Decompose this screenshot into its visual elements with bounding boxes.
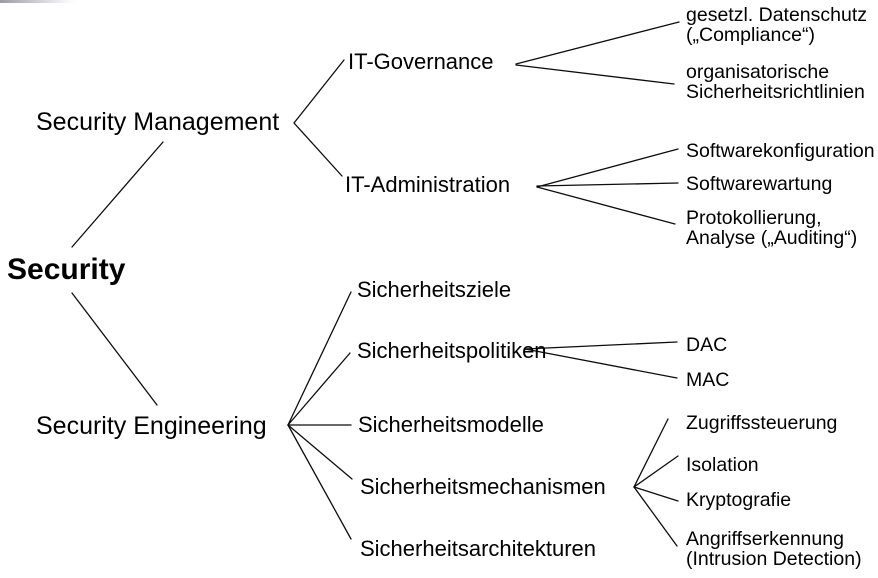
leaf-line: („Compliance“) [686, 24, 815, 46]
node-sicherheitsarchitekturen: Sicherheitsarchitekturen [360, 536, 597, 561]
leaf-zugriffssteuerung: Zugriffssteuerung [686, 412, 838, 434]
node-security-engineering: Security Engineering [36, 412, 267, 440]
edge-security-engineering [71, 292, 158, 406]
edge-management-administration [293, 122, 343, 177]
leaf-line: Sicherheitsrichtlinien [686, 81, 865, 103]
node-security-management: Security Management [36, 108, 280, 136]
leaf-angriffserkennung: Angriffserkennung (Intrusion Detection) [686, 529, 862, 569]
leaf-line: Analyse („Auditing“) [686, 227, 858, 249]
node-sicherheitsziele: Sicherheitsziele [357, 277, 512, 302]
node-sicherheitspolitiken: Sicherheitspolitiken [357, 338, 547, 363]
node-it-governance: IT-Governance [348, 49, 494, 74]
edge-engineering-ziele [287, 291, 352, 426]
node-security: Security [7, 253, 126, 286]
edge-engineering-politiken [287, 352, 351, 426]
leaf-line: organisatorische [686, 61, 830, 83]
node-sicherheitsmechanismen: Sicherheitsmechanismen [360, 474, 606, 499]
edge-mechanismen-isolation [633, 455, 679, 488]
edge-governance-richtlinien [515, 64, 675, 85]
leaf-line: gesetzl. Datenschutz [686, 4, 868, 26]
leaf-mac: MAC [686, 369, 730, 391]
leaf-softwarewartung: Softwarewartung [686, 173, 833, 195]
edge-management-governance [293, 59, 345, 124]
leaf-gesetzl-datenschutz: gesetzl. Datenschutz („Compliance“) [686, 5, 867, 45]
leaf-isolation: Isolation [686, 454, 759, 476]
edge-administration-protokollierung [536, 186, 676, 225]
leaf-line: (Intrusion Detection) [686, 548, 862, 570]
leaf-kryptografie: Kryptografie [686, 489, 792, 511]
node-it-administration: IT-Administration [345, 172, 511, 197]
leaf-organisatorische-sicherheitsrichtlinien: organisatorische Sicherheitsrichtlinien [686, 62, 865, 102]
edge-politiken-dac [524, 341, 678, 350]
edge-governance-datenschutz [515, 21, 680, 65]
screenshot-artifact-smudge [0, 0, 78, 3]
edge-mechanismen-kryptografie [633, 486, 679, 502]
edge-security-management [71, 141, 164, 248]
leaf-softwarekonfiguration: Softwarekonfiguration [686, 140, 875, 162]
edge-mechanismen-zugriffssteuerung [633, 418, 669, 488]
edge-politiken-mac [524, 348, 678, 379]
edge-engineering-mechanismen [287, 424, 353, 480]
leaf-line: Protokollierung, [686, 207, 822, 229]
leaf-protokollierung-analyse: Protokollierung, Analyse („Auditing“) [686, 208, 857, 248]
leaf-dac: DAC [686, 334, 728, 356]
edge-mechanismen-angriffserkennung [633, 486, 678, 547]
node-sicherheitsmodelle: Sicherheitsmodelle [358, 412, 544, 437]
leaf-line: Angriffserkennung [686, 528, 844, 550]
edge-administration-softwarekonfiguration [536, 148, 679, 188]
edge-engineering-architekturen [287, 424, 352, 540]
edge-administration-softwarewartung [536, 182, 679, 187]
